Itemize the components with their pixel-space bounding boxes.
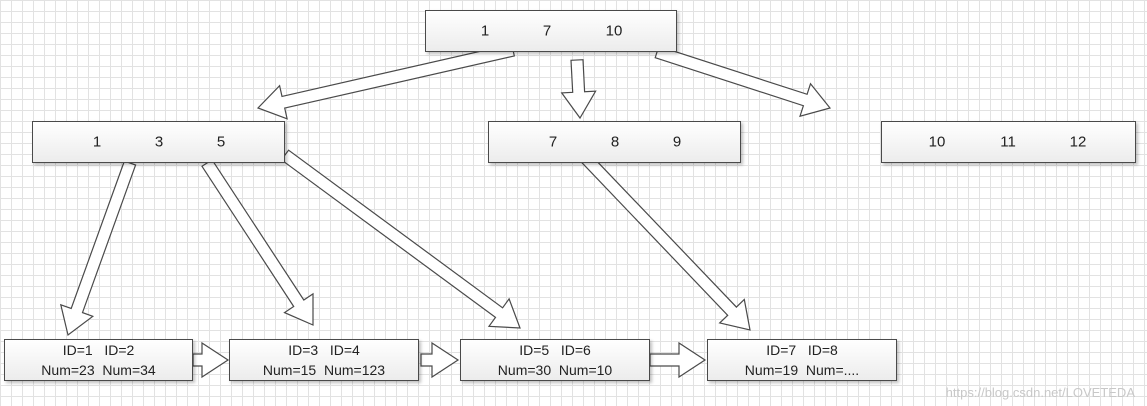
root-key: 1 (480, 22, 490, 40)
root-node: 1 7 10 (425, 10, 677, 52)
arrow-connector (572, 145, 751, 331)
leaf-node: ID=1 ID=2 Num=23 Num=34 (4, 339, 193, 381)
root-key: 10 (605, 22, 623, 40)
node-key: 10 (928, 133, 946, 151)
arrow-connector (649, 341, 707, 379)
leaf-node: ID=5 ID=6 Num=30 Num=10 (460, 339, 650, 381)
arrow-connector (192, 341, 230, 379)
node-key: 5 (216, 133, 226, 151)
internal-node: 1 3 5 (32, 121, 285, 163)
arrow-connector (201, 158, 314, 326)
leaf-ids: ID=1 ID=2 (62, 342, 135, 358)
node-key: 8 (610, 133, 620, 151)
arrow-connector (654, 45, 832, 118)
internal-node: 10 11 12 (881, 121, 1136, 163)
leaf-nums: Num=30 Num=10 (497, 362, 613, 378)
arrow-connector (59, 160, 137, 337)
leaf-ids: ID=5 ID=6 (519, 342, 591, 358)
leaf-ids: ID=3 ID=4 (288, 342, 360, 358)
arrow-connector (256, 43, 516, 120)
leaf-nums: Num=19 Num=.... (744, 362, 860, 378)
arrow-connector (560, 59, 597, 120)
node-key: 3 (154, 133, 164, 151)
node-key: 7 (548, 133, 558, 151)
arrow-connector (420, 341, 460, 379)
watermark: https://blog.csdn.net/LOVETEDA (945, 385, 1135, 400)
leaf-ids: ID=7 ID=8 (766, 342, 838, 358)
root-key: 7 (542, 22, 552, 40)
leaf-node: ID=7 ID=8 Num=19 Num=.... (707, 339, 897, 381)
internal-node: 7 8 9 (488, 121, 741, 163)
node-key: 12 (1069, 133, 1087, 151)
node-key: 1 (92, 133, 102, 151)
leaf-node: ID=3 ID=4 Num=15 Num=123 (229, 339, 419, 381)
arrow-connector (280, 149, 521, 329)
leaf-nums: Num=15 Num=123 (262, 362, 386, 378)
node-key: 9 (672, 133, 682, 151)
leaf-nums: Num=23 Num=34 (41, 362, 156, 378)
node-key: 11 (1000, 133, 1016, 151)
